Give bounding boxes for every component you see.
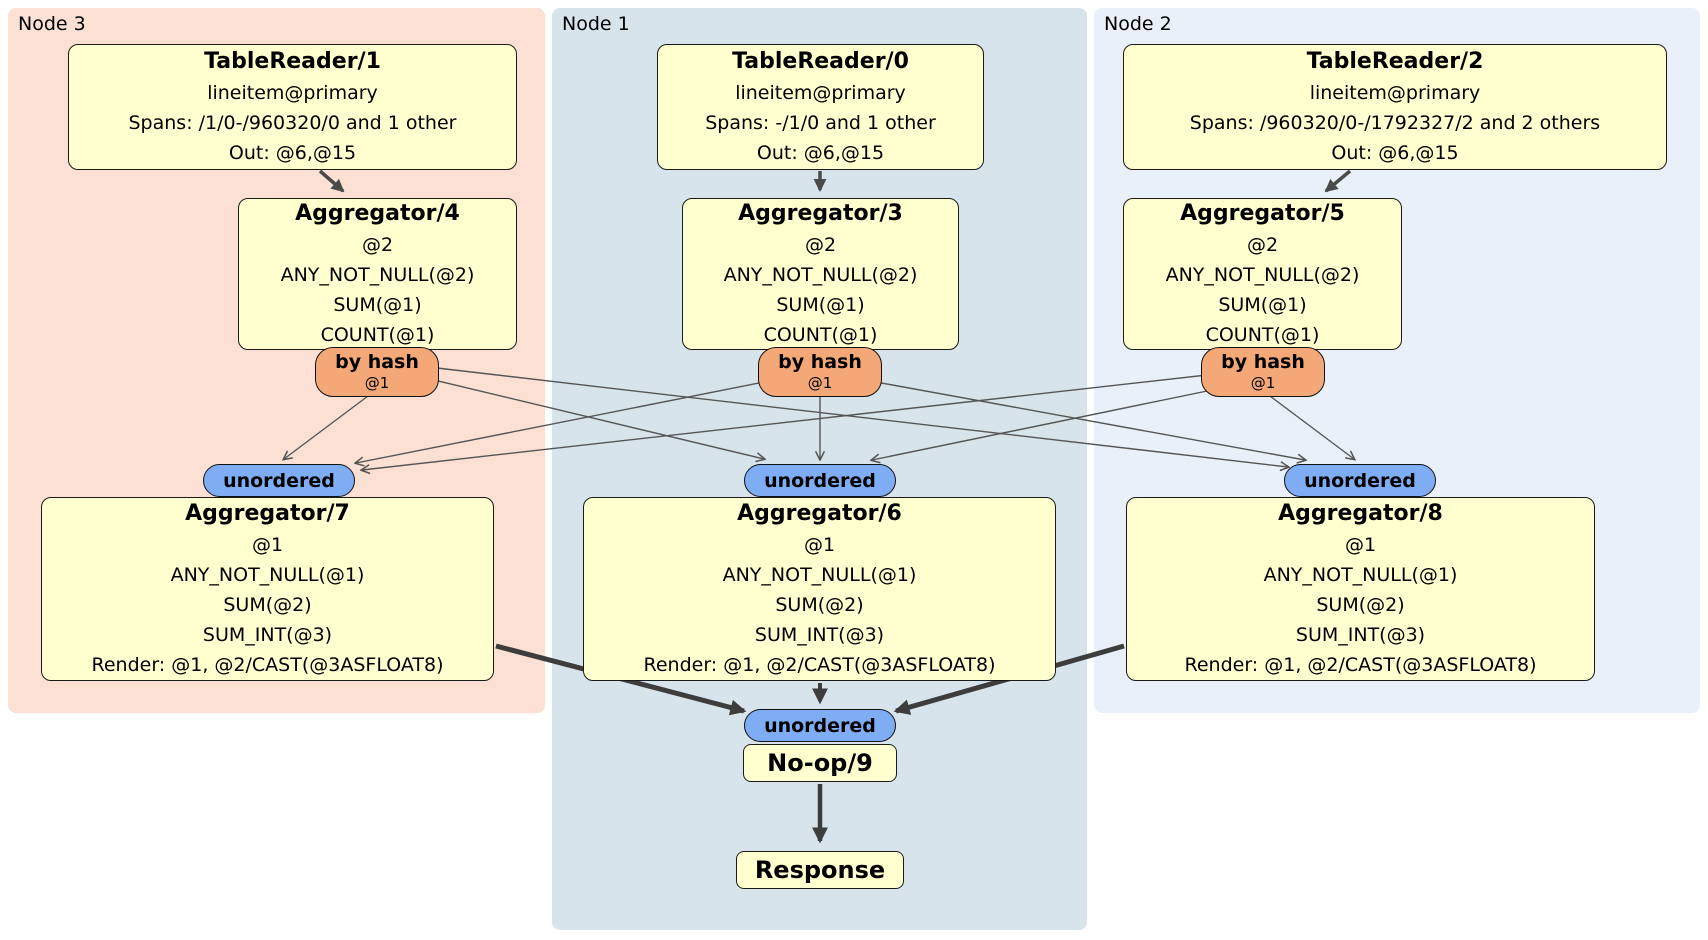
hash-router-label: by hash	[335, 351, 419, 373]
aggregator-4-line: @2	[361, 234, 394, 256]
tablereader-2-out: Out: @6,@15	[1331, 142, 1459, 164]
aggregator-5-line: @2	[1246, 234, 1279, 256]
noop-title: No-op/9	[767, 749, 873, 777]
aggregator-7-line: SUM(@2)	[223, 594, 312, 616]
aggregator-7-title: Aggregator/7	[185, 501, 350, 526]
aggregator-5-line: ANY_NOT_NULL(@2)	[1165, 264, 1360, 286]
tablereader-2-box: TableReader/2 lineitem@primary Spans: /9…	[1123, 44, 1667, 170]
aggregator-6-line: SUM_INT(@3)	[754, 624, 885, 646]
aggregator-3-line: @2	[804, 234, 837, 256]
noop-box: No-op/9	[743, 744, 897, 782]
tablereader-0-index: lineitem@primary	[735, 82, 906, 104]
tablereader-0-title: TableReader/0	[732, 49, 909, 74]
unordered-sync-label: unordered	[1304, 469, 1416, 492]
aggregator-3-box: Aggregator/3 @2 ANY_NOT_NULL(@2) SUM(@1)…	[682, 198, 959, 350]
tablereader-2-spans: Spans: /960320/0-/1792327/2 and 2 others	[1189, 112, 1601, 134]
hash-router-detail: @1	[364, 374, 390, 392]
hash-router-label: by hash	[1221, 351, 1305, 373]
node3-label: Node 3	[18, 13, 86, 35]
aggregator-5-box: Aggregator/5 @2 ANY_NOT_NULL(@2) SUM(@1)…	[1123, 198, 1402, 350]
aggregator-8-line: ANY_NOT_NULL(@1)	[1263, 564, 1458, 586]
aggregator-7-box: Aggregator/7 @1 ANY_NOT_NULL(@1) SUM(@2)…	[41, 497, 494, 681]
aggregator-6-title: Aggregator/6	[737, 501, 902, 526]
aggregator-7-line: ANY_NOT_NULL(@1)	[170, 564, 365, 586]
aggregator-4-line: ANY_NOT_NULL(@2)	[280, 264, 475, 286]
aggregator-7-line: @1	[251, 534, 284, 556]
tablereader-0-box: TableReader/0 lineitem@primary Spans: -/…	[657, 44, 984, 170]
unordered-sync-label: unordered	[223, 469, 335, 492]
tablereader-1-out: Out: @6,@15	[228, 142, 357, 164]
tablereader-0-spans: Spans: -/1/0 and 1 other	[705, 112, 936, 134]
aggregator-4-line: SUM(@1)	[333, 294, 422, 316]
hash-router-node1: by hash @1	[758, 347, 882, 397]
hash-router-detail: @1	[1250, 374, 1276, 392]
aggregator-5-line: SUM(@1)	[1218, 294, 1307, 316]
unordered-sync-final: unordered	[744, 709, 896, 742]
unordered-sync-node2: unordered	[1284, 464, 1436, 497]
aggregator-4-line: COUNT(@1)	[320, 324, 435, 346]
unordered-sync-label: unordered	[764, 469, 876, 492]
aggregator-7-line: SUM_INT(@3)	[202, 624, 333, 646]
aggregator-8-line: @1	[1344, 534, 1377, 556]
tablereader-1-index: lineitem@primary	[207, 82, 378, 104]
unordered-sync-label: unordered	[764, 714, 876, 737]
aggregator-3-line: SUM(@1)	[776, 294, 865, 316]
response-title: Response	[754, 856, 886, 884]
aggregator-6-line: ANY_NOT_NULL(@1)	[722, 564, 917, 586]
hash-router-label: by hash	[778, 351, 862, 373]
aggregator-4-title: Aggregator/4	[295, 201, 460, 226]
hash-router-node2: by hash @1	[1201, 347, 1325, 397]
aggregator-4-box: Aggregator/4 @2 ANY_NOT_NULL(@2) SUM(@1)…	[238, 198, 517, 350]
tablereader-0-out: Out: @6,@15	[756, 142, 885, 164]
aggregator-6-line: Render: @1, @2/CAST(@3ASFLOAT8)	[643, 654, 996, 676]
unordered-sync-node3: unordered	[203, 464, 355, 497]
aggregator-6-line: SUM(@2)	[775, 594, 864, 616]
aggregator-7-line: Render: @1, @2/CAST(@3ASFLOAT8)	[91, 654, 444, 676]
aggregator-3-title: Aggregator/3	[738, 201, 903, 226]
aggregator-5-line: COUNT(@1)	[1205, 324, 1320, 346]
tablereader-2-title: TableReader/2	[1306, 49, 1484, 74]
aggregator-8-line: SUM_INT(@3)	[1295, 624, 1426, 646]
aggregator-3-line: COUNT(@1)	[763, 324, 878, 346]
tablereader-1-spans: Spans: /1/0-/960320/0 and 1 other	[128, 112, 457, 134]
aggregator-8-title: Aggregator/8	[1278, 501, 1443, 526]
tablereader-1-title: TableReader/1	[204, 49, 381, 74]
node1-label: Node 1	[562, 13, 630, 35]
aggregator-3-line: ANY_NOT_NULL(@2)	[723, 264, 918, 286]
aggregator-8-box: Aggregator/8 @1 ANY_NOT_NULL(@1) SUM(@2)…	[1126, 497, 1595, 681]
aggregator-8-line: Render: @1, @2/CAST(@3ASFLOAT8)	[1184, 654, 1537, 676]
aggregator-6-box: Aggregator/6 @1 ANY_NOT_NULL(@1) SUM(@2)…	[583, 497, 1056, 681]
node2-label: Node 2	[1104, 13, 1172, 35]
tablereader-2-index: lineitem@primary	[1309, 82, 1481, 104]
tablereader-1-box: TableReader/1 lineitem@primary Spans: /1…	[68, 44, 517, 170]
aggregator-6-line: @1	[803, 534, 836, 556]
hash-router-node3: by hash @1	[315, 347, 439, 397]
aggregator-8-line: SUM(@2)	[1316, 594, 1405, 616]
response-box: Response	[736, 851, 904, 889]
unordered-sync-node1: unordered	[744, 464, 896, 497]
hash-router-detail: @1	[807, 374, 833, 392]
aggregator-5-title: Aggregator/5	[1180, 201, 1345, 226]
